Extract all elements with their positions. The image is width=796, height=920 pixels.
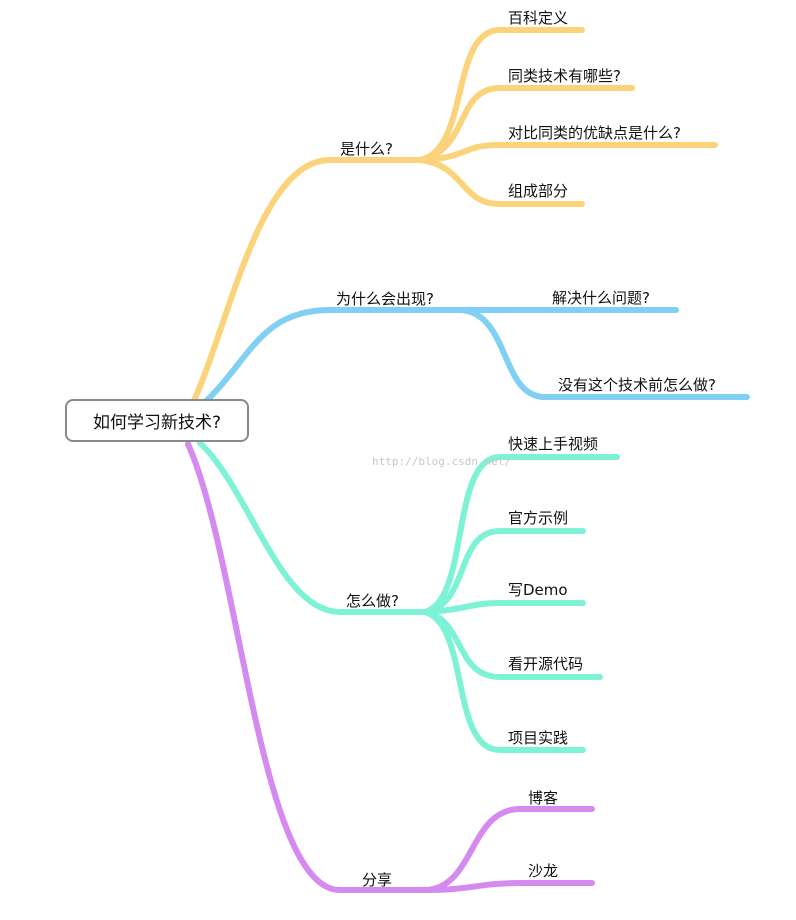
leaf-why-1[interactable]: 解决什么问题?: [552, 289, 650, 307]
connector-root-how: [197, 440, 428, 615]
root-node-label: 如何学习新技术?: [92, 413, 222, 433]
leaf-what-1[interactable]: 百科定义: [508, 9, 569, 27]
connector-root-share: [185, 441, 431, 893]
connector-root-what: [192, 157, 423, 401]
branch-why-label[interactable]: 为什么会出现?: [336, 290, 434, 308]
branch-share-label[interactable]: 分享: [362, 871, 393, 889]
leaf-why-2[interactable]: 没有这个技术前怎么做?: [558, 376, 716, 394]
connector-how-3: [422, 600, 586, 615]
leaf-what-3[interactable]: 对比同类的优缺点是什么?: [508, 124, 681, 142]
connector-share-1: [425, 806, 595, 893]
connector-root-why: [202, 307, 463, 405]
root-node[interactable]: 如何学习新技术?: [65, 399, 249, 442]
connector-what-2: [417, 85, 635, 163]
leaf-what-4[interactable]: 组成部分: [508, 182, 569, 200]
leaf-what-2[interactable]: 同类技术有哪些?: [508, 67, 621, 85]
branch-how-label[interactable]: 怎么做?: [346, 592, 399, 610]
leaf-how-2[interactable]: 官方示例: [508, 509, 569, 527]
leaf-share-1[interactable]: 博客: [528, 789, 559, 807]
watermark-text: http://blog.csdn.net/: [372, 455, 512, 468]
connector-what-3: [417, 142, 718, 163]
leaf-how-3[interactable]: 写Demo: [508, 581, 568, 599]
leaf-how-5[interactable]: 项目实践: [508, 729, 569, 747]
leaf-how-1[interactable]: 快速上手视频: [508, 435, 599, 453]
connector-what-4: [417, 157, 585, 207]
leaf-share-2[interactable]: 沙龙: [528, 862, 559, 880]
connector-how-2: [422, 528, 586, 615]
branch-what-label[interactable]: 是什么?: [340, 140, 393, 158]
leaf-how-4[interactable]: 看开源代码: [508, 655, 584, 673]
connector-how-1: [422, 454, 620, 615]
connector-share-2: [425, 880, 595, 893]
connector-why-2: [457, 307, 750, 400]
connector-how-5: [422, 609, 586, 753]
